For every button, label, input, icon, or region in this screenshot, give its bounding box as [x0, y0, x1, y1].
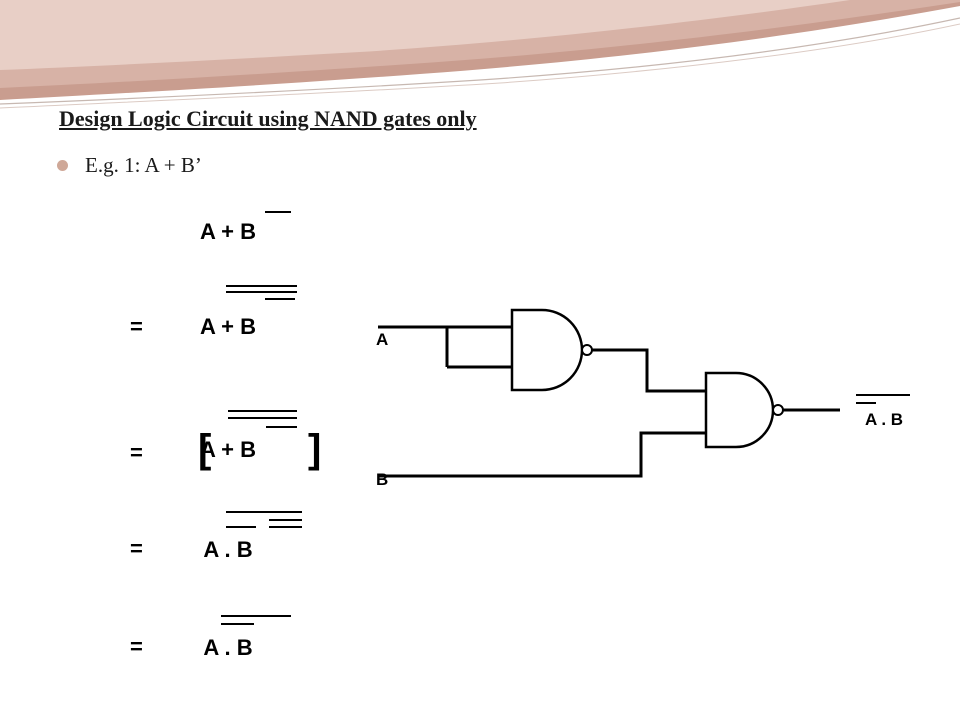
bullet-dot-icon [57, 160, 68, 171]
nand-gate-1-bubble-icon [581, 344, 593, 356]
nand-circuit-diagram: A B A . B [376, 308, 910, 489]
nand-gate-1 [510, 308, 584, 392]
step-5-equals: = [130, 634, 143, 659]
gate1-output-wire [592, 348, 706, 393]
input-a-label: A [376, 330, 388, 349]
step-1-expression: A + B [200, 219, 256, 244]
input-a-wire [378, 325, 512, 369]
input-b-wire [378, 431, 706, 478]
input-b-label: B [376, 470, 388, 489]
step-3-equals: = [130, 440, 143, 465]
derivation-step-2: = A + B [130, 285, 297, 339]
derivation-step-5: = A . B [130, 615, 291, 660]
step-3-expression: A + B [200, 437, 256, 462]
bullet-text: E.g. 1: A + B’ [85, 153, 202, 177]
step-4-expression: A . B [203, 537, 252, 562]
derivation-step-1: A + B [200, 211, 291, 244]
step-4-equals: = [130, 536, 143, 561]
step-2-expression: A + B [200, 314, 256, 339]
open-bracket: [ [198, 427, 211, 471]
step-2-equals: = [130, 314, 143, 339]
step-5-expression: A . B [203, 635, 252, 660]
derivation-step-4: = A . B [130, 511, 302, 562]
bullet-item: E.g. 1: A + B’ [57, 153, 202, 178]
header-wave-decoration [0, 0, 960, 109]
slide-title: Design Logic Circuit using NAND gates on… [59, 106, 477, 131]
nand-gate-2-bubble-icon [772, 404, 784, 416]
close-bracket: ] [308, 427, 321, 471]
boolean-derivation: A + B = A + B = [ A + B ] = A . B = A . … [130, 211, 321, 660]
nand-gate-2 [704, 371, 775, 449]
derivation-step-3: = [ A + B ] [130, 410, 321, 471]
output-label: A . B [865, 410, 903, 429]
